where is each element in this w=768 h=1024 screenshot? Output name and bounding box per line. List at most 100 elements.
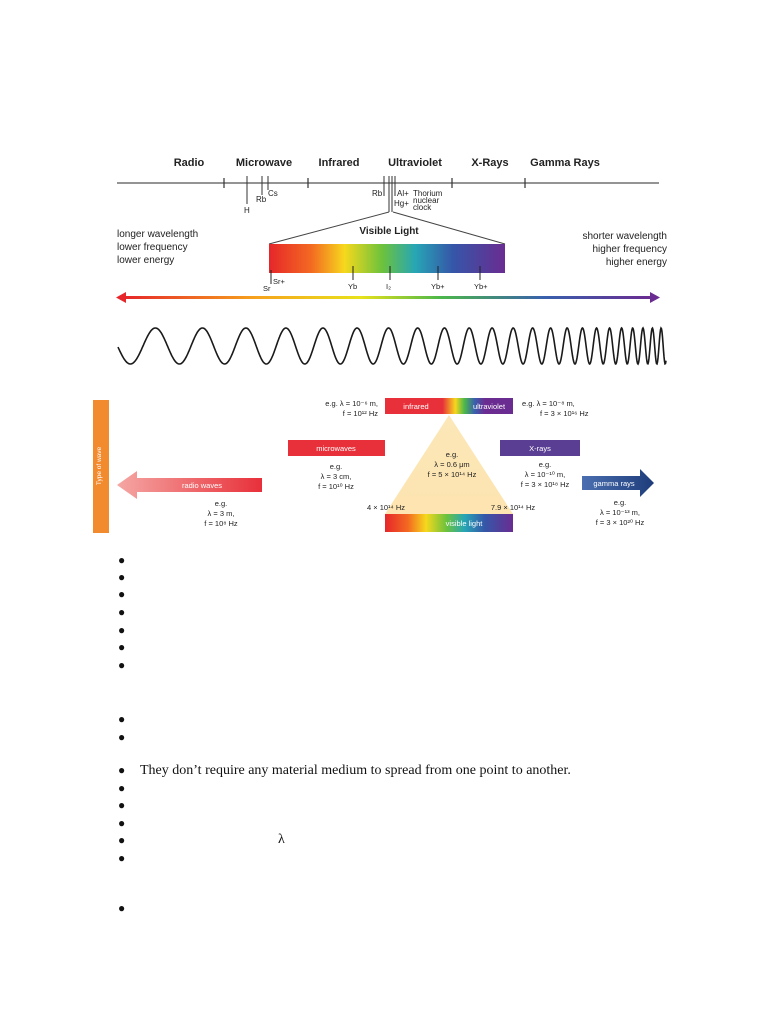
visible-spectrum-bar (269, 244, 505, 273)
band-ticks (223, 178, 526, 188)
visible-light-bar-label: visible light (446, 519, 484, 528)
marker-label: Hg+ (394, 199, 409, 208)
bullet-dot-icon: ● (118, 816, 126, 830)
marker-label: clock (413, 203, 432, 212)
list-item: ● (118, 900, 140, 917)
bullet-dot-icon: ● (118, 781, 126, 795)
gamma-label: gamma rays (593, 479, 635, 488)
visible-example: e.g. (446, 450, 459, 459)
band-label: Microwave (236, 157, 292, 169)
xrays-label: X-rays (529, 444, 551, 453)
type-of-wave-bar (93, 400, 109, 533)
visible-example: λ = 0.6 μm (434, 460, 469, 469)
list-item: ● (118, 729, 140, 746)
band-label: Ultraviolet (388, 157, 442, 169)
radio-label: radio waves (182, 481, 222, 490)
gamma-example: e.g. (614, 498, 627, 507)
marker-label: Rb (256, 195, 267, 204)
right-text: higher energy (606, 257, 667, 268)
list-item: ● (118, 639, 140, 656)
marker-ticks (246, 176, 396, 212)
radio-example: f = 10⁸ Hz (204, 519, 238, 528)
band-label: Radio (174, 157, 205, 169)
marker-label: Sr (263, 284, 271, 293)
xrays-bar (500, 440, 580, 456)
list-item: ● (118, 711, 140, 728)
list-item: ● (118, 850, 140, 867)
bullet-dot-icon: ● (118, 851, 126, 865)
bullet-dot-icon: ● (118, 833, 126, 847)
radio-example: e.g. (215, 499, 228, 508)
wave-sine (117, 326, 667, 366)
marker-label: Sr+ (273, 277, 286, 286)
marker-label: Rb (372, 189, 383, 198)
spectrum-double-arrow (124, 296, 650, 299)
list-item: ● (118, 815, 140, 832)
arrow-left-icon (116, 292, 126, 303)
bullet-dot-icon: ● (118, 730, 126, 744)
marker-label: Thorium (413, 189, 443, 198)
gamma-rays-arrow (582, 469, 654, 497)
xr-example: e.g. (539, 460, 552, 469)
mw-example: e.g. (330, 462, 343, 471)
band-label: Gamma Rays (530, 157, 600, 169)
bullet-dot-icon: ● (118, 605, 126, 619)
left-text: longer wavelength (117, 229, 198, 240)
list-item: ●λ (118, 832, 285, 849)
band-label: Infrared (319, 157, 360, 169)
bullet-dot-icon: ● (118, 798, 126, 812)
bullet-dot-icon: ● (118, 712, 126, 726)
list-item: ● (118, 552, 140, 569)
ultraviolet-label: ultraviolet (473, 402, 506, 411)
marker-label: I₂ (386, 282, 391, 291)
visible-high-freq: 7.9 × 10¹⁴ Hz (491, 503, 536, 512)
list-item: ● (118, 780, 140, 797)
marker-label: Cs (268, 189, 278, 198)
marker-label: Al+ (397, 189, 409, 198)
marker-label: Yb+ (474, 282, 488, 291)
visible-low-freq: 4 × 10¹⁴ Hz (367, 503, 405, 512)
visible-light-bar (385, 514, 513, 532)
lambda-symbol: λ (278, 832, 285, 847)
list-item: ● (118, 797, 140, 814)
ir-example: e.g. λ = 10⁻⁶ m, (325, 399, 378, 408)
microwaves-bar (288, 440, 385, 456)
left-text: lower frequency (117, 242, 188, 253)
bullet-dot-icon: ● (118, 658, 126, 672)
bullet-dot-icon: ● (118, 901, 126, 915)
ir-example: f = 10¹² Hz (343, 409, 378, 418)
right-text: higher frequency (593, 244, 668, 255)
gamma-example: λ = 10⁻¹³ m, (600, 508, 640, 517)
list-item: ●They don’t require any material medium … (118, 763, 571, 778)
left-text: lower energy (117, 255, 174, 266)
list-item: ● (118, 657, 140, 674)
uv-example: f = 3 × 10¹⁶ Hz (540, 409, 589, 418)
bullet-dot-icon: ● (118, 553, 126, 567)
xr-example: f = 3 × 10¹⁸ Hz (521, 480, 570, 489)
marker-label: H (244, 206, 250, 215)
marker-label: nuclear (413, 196, 440, 205)
visible-example: f = 5 × 10¹⁴ Hz (428, 470, 477, 479)
bullet-dot-icon: ● (118, 640, 126, 654)
visible-cone (385, 415, 513, 514)
mw-example: λ = 3 cm, (321, 472, 352, 481)
list-item: ● (118, 569, 140, 586)
uv-example: e.g. λ = 10⁻⁸ m, (522, 399, 575, 408)
type-of-wave-label: Type of wave (96, 446, 103, 485)
radio-waves-arrow (117, 471, 262, 499)
arrow-right-icon (650, 292, 660, 303)
marker-label: Yb+ (431, 282, 445, 291)
gamma-example: f = 3 × 10²⁰ Hz (596, 518, 645, 527)
xr-example: λ = 10⁻¹⁰ m, (525, 470, 566, 479)
visible-light-label: Visible Light (359, 226, 419, 237)
list-item: ● (118, 586, 140, 603)
bullet-dot-icon: ● (118, 763, 126, 777)
bullet-dot-icon: ● (118, 570, 126, 584)
marker-label: Yb (348, 282, 357, 291)
list-item: ● (118, 622, 140, 639)
bullet-dot-icon: ● (118, 623, 126, 637)
microwaves-label: microwaves (316, 444, 356, 453)
right-text: shorter wavelength (583, 231, 668, 242)
infrared-label: infrared (403, 402, 428, 411)
